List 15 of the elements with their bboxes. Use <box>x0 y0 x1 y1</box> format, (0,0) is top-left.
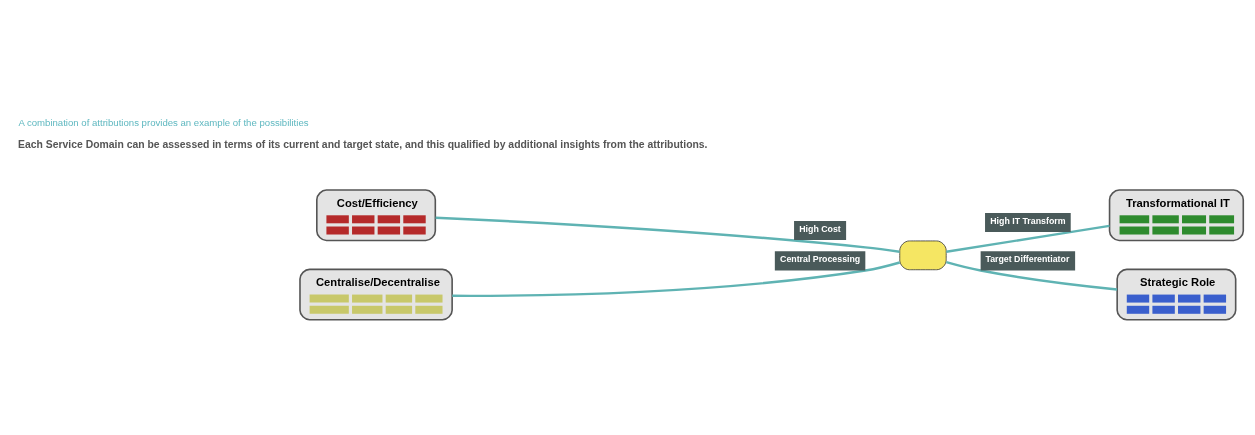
edge-label: Target Differentiator <box>985 254 1070 265</box>
connector <box>946 224 1110 253</box>
node-box: Cost/Efficiency <box>316 189 437 242</box>
edge-label: Central Processing <box>780 254 861 265</box>
connector <box>945 260 1118 291</box>
node-box <box>899 240 947 271</box>
node-box: Strategic Role <box>1116 268 1237 321</box>
node-box: Centralise/Decentralise <box>299 268 453 321</box>
connector <box>452 261 901 298</box>
label: Each Service Domain can be assessed in terms of its current and target state, and this qualified by additional insights from the attributions. <box>18 139 708 151</box>
edge-label: High Cost <box>799 223 841 234</box>
edge-label: High IT Transform <box>990 215 1066 226</box>
node-box: Transformational IT <box>1108 189 1245 242</box>
diagram-title: A combination of attributions provides an example of the possibilities <box>18 117 309 129</box>
connector <box>435 216 900 253</box>
